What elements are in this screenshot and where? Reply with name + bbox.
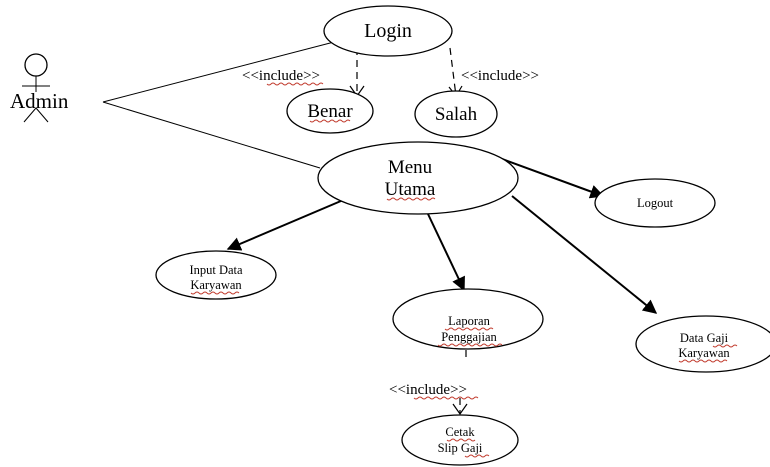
use-case-menu-utama-line1: Menu — [388, 157, 433, 178]
spell-underline — [678, 359, 728, 363]
arrow-menu-laporan — [427, 213, 465, 292]
actor-head — [24, 53, 48, 77]
actor-admin: Admin — [10, 53, 69, 123]
use-case-laporan-line1: Laporan — [448, 314, 490, 328]
spell-underline — [309, 119, 351, 123]
use-case-salah-label: Salah — [435, 104, 478, 125]
use-case-laporan-penggajian: Laporan Penggajian — [392, 288, 544, 350]
arrow-menu-logout — [493, 155, 605, 199]
use-case-input-data-karyawan: Input Data Karyawan — [155, 250, 277, 300]
use-case-input-data-line1: Input Data — [189, 263, 243, 277]
use-case-benar: Benar — [286, 88, 374, 134]
include-label: <<include>> — [389, 382, 467, 398]
use-case-data-gaji-line1: Data Gaji — [680, 331, 729, 345]
use-case-menu-utama-line2: Utama — [385, 179, 436, 200]
open-arrowhead — [452, 403, 468, 416]
actor-left-leg — [23, 107, 37, 123]
actor-label: Admin — [10, 89, 69, 113]
spell-underline — [266, 82, 324, 86]
spell-underline — [437, 343, 503, 347]
use-case-cetak-line2: Slip Gaji — [438, 441, 483, 455]
use-case-benar-label: Benar — [307, 101, 353, 122]
use-case-cetak-slip-gaji: Cetak Slip Gaji — [401, 414, 519, 466]
use-case-login: Login — [323, 5, 453, 57]
association-admin-login — [102, 41, 335, 103]
spell-underline — [446, 438, 476, 442]
include-laporan-cetak: <<include>> — [389, 350, 479, 416]
spell-underline — [464, 454, 490, 458]
use-case-laporan-line2: Penggajian — [441, 330, 497, 344]
spell-underline — [190, 291, 240, 295]
use-case-data-gaji-karyawan: Data Gaji Karyawan — [635, 315, 770, 373]
use-case-menu-utama: Menu Utama — [317, 141, 519, 215]
arrow-menu-data-gaji — [511, 195, 658, 314]
spell-underline — [444, 327, 494, 331]
association-admin-menu-utama — [102, 101, 321, 169]
use-case-data-gaji-line2: Karyawan — [678, 346, 730, 360]
include-label: <<include>> — [242, 68, 320, 84]
use-case-logout-label: Logout — [637, 196, 674, 210]
spell-underline — [413, 396, 479, 400]
include-login-benar: <<include>> — [242, 48, 365, 98]
include-line — [449, 47, 457, 97]
include-label: <<include>> — [461, 68, 539, 84]
include-login-salah: <<include>> — [448, 47, 539, 98]
use-case-logout: Logout — [594, 178, 716, 228]
actor-right-leg — [35, 107, 49, 123]
spell-underline — [712, 344, 738, 348]
use-case-cetak-line1: Cetak — [445, 425, 475, 439]
use-case-salah: Salah — [414, 90, 498, 138]
spell-underline — [386, 197, 436, 201]
use-case-input-data-line2: Karyawan — [190, 278, 242, 292]
arrow-menu-input-data — [226, 197, 349, 251]
use-case-login-label: Login — [364, 20, 412, 42]
